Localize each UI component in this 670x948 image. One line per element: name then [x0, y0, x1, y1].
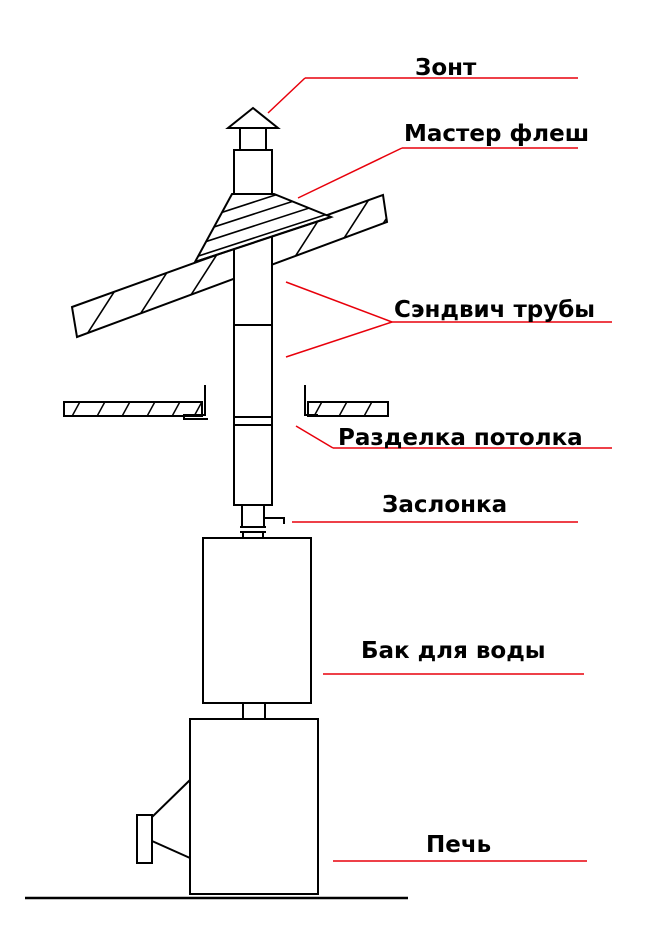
leader-sandwich-bottom	[285, 321, 393, 358]
label-water-tank: Бак для воды	[361, 638, 546, 664]
damper	[240, 504, 285, 539]
label-damper: Заслонка	[382, 492, 507, 518]
water-tank	[202, 537, 312, 704]
connector-pipe	[242, 702, 266, 720]
leader-sandwich-top	[285, 281, 393, 323]
label-ceiling-cut: Разделка потолка	[338, 425, 583, 451]
leader-lines	[267, 77, 612, 862]
leader-master-flash	[297, 147, 403, 199]
leader-umbrella	[267, 77, 306, 114]
label-sandwich-pipes: Сэндвич трубы	[394, 297, 595, 323]
umbrella-cap	[225, 106, 281, 151]
label-master-flash: Мастер флеш	[404, 121, 589, 147]
label-umbrella: Зонт	[415, 55, 477, 81]
stove	[136, 718, 319, 895]
ceiling	[63, 385, 389, 420]
label-stove: Печь	[426, 832, 491, 858]
leader-ceiling-cut	[295, 425, 334, 449]
